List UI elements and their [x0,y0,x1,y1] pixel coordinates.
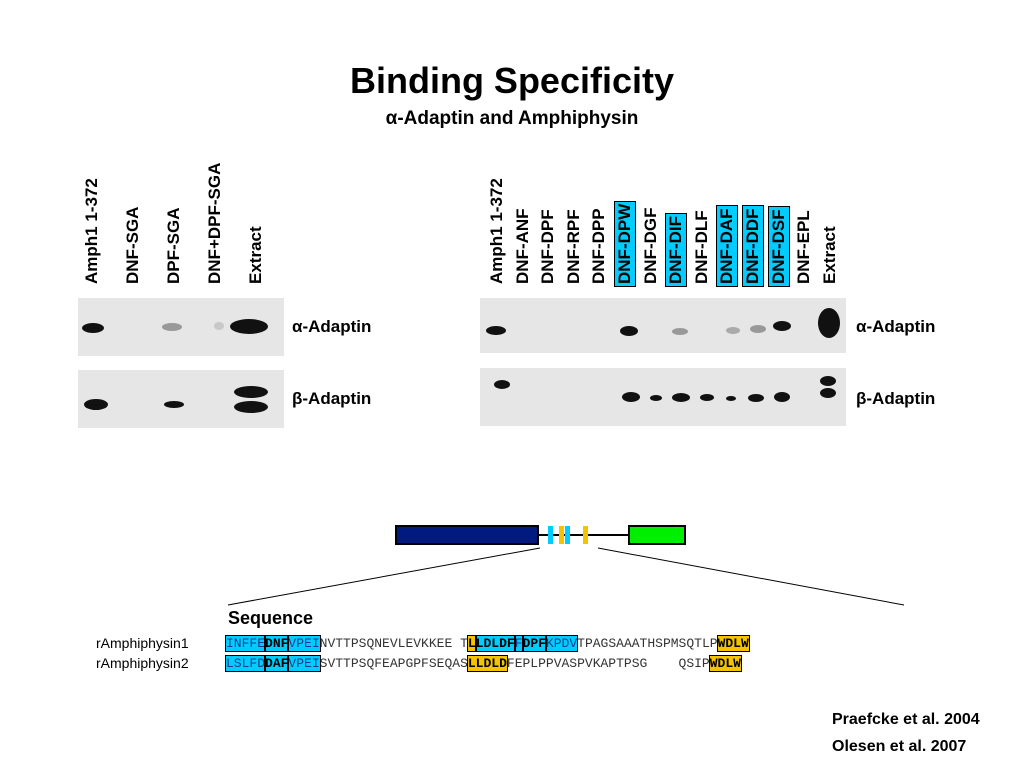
band [818,308,840,338]
left-alpha-blot [78,298,284,356]
yellow-motif [583,526,588,544]
band [230,319,268,334]
sequence-amph2: LSLFDDAFVPEISVTTPSQFEAPGPFSEQASLLDLDFEPL… [224,655,742,673]
right-beta-label: β-Adaptin [856,389,936,408]
band [486,326,506,335]
right-alpha-blot [480,298,846,353]
band [748,394,764,402]
left-beta-blot [78,370,284,428]
band [622,392,640,402]
page-subtitle: α-Adaptin and Amphiphysin [385,108,639,129]
sequence-segment: VPEI [287,635,321,652]
band [820,376,836,386]
sequence-segment: INFFE [224,635,267,652]
sequence-segment: NVTTPSQNEVLEVKKEE T [319,636,468,651]
page-title: Binding Specificity [349,60,675,101]
sequence-segment: VPEI [287,655,321,672]
band [162,323,182,331]
band [820,388,836,398]
band [164,401,184,408]
band [774,392,790,402]
band [700,394,714,401]
band [82,323,104,333]
n-terminal-domain [395,525,539,545]
sequence-segment: WDLW [708,655,742,672]
reference-1: Praefcke et al. 2004 [832,711,980,728]
seq-name-amph1: rAmphiphysin1 [96,635,189,651]
band [494,380,510,389]
band [672,328,688,335]
sequence-segment: LDLDF [474,635,516,652]
sequence-segment: WDLW [716,635,750,652]
c-terminal-domain [628,525,686,545]
sequence-segment: TPAGSAAATHSPMSQTLP [577,636,718,651]
band [84,399,108,410]
band [773,321,791,331]
sequence-segment: L [466,635,477,652]
sequence-segment: F [513,635,524,652]
sequence-header: Sequence [228,608,314,628]
sequence-segment: LLDLD [466,655,508,672]
sequence-segment: DNF [263,635,290,652]
cyan-motif [548,526,553,544]
band [650,395,662,401]
band [620,326,638,336]
seq-name-amph2: rAmphiphysin2 [96,655,189,671]
reference-2: Olesen et al. 2007 [832,738,967,755]
band [214,322,224,330]
right-alpha-label: α-Adaptin [856,317,936,336]
left-alpha-label: α-Adaptin [292,317,372,336]
cyan-motif [565,526,570,544]
sequence-segment: DAF [263,655,290,672]
band [750,325,766,333]
right-beta-blot [480,368,846,426]
sequence-segment: DPF [521,635,547,652]
band [726,396,736,401]
band [726,327,740,334]
sequence-segment: LSLFD [224,655,267,672]
sequence-segment: FEPLPPVASPVKAPTPSG QSIP [506,656,710,671]
sequence-segment: KPDV [544,635,579,652]
sequence-segment: SVTTPSQFEAPGPFSEQAS [319,656,468,671]
band [234,386,268,398]
left-beta-label: β-Adaptin [292,389,372,408]
band [672,393,690,402]
yellow-motif [559,526,564,544]
sequence-amph1: INFFEDNFVPEINVTTPSQNEVLEVKKEE TLLDLDFFDP… [224,635,750,653]
band [234,401,268,413]
